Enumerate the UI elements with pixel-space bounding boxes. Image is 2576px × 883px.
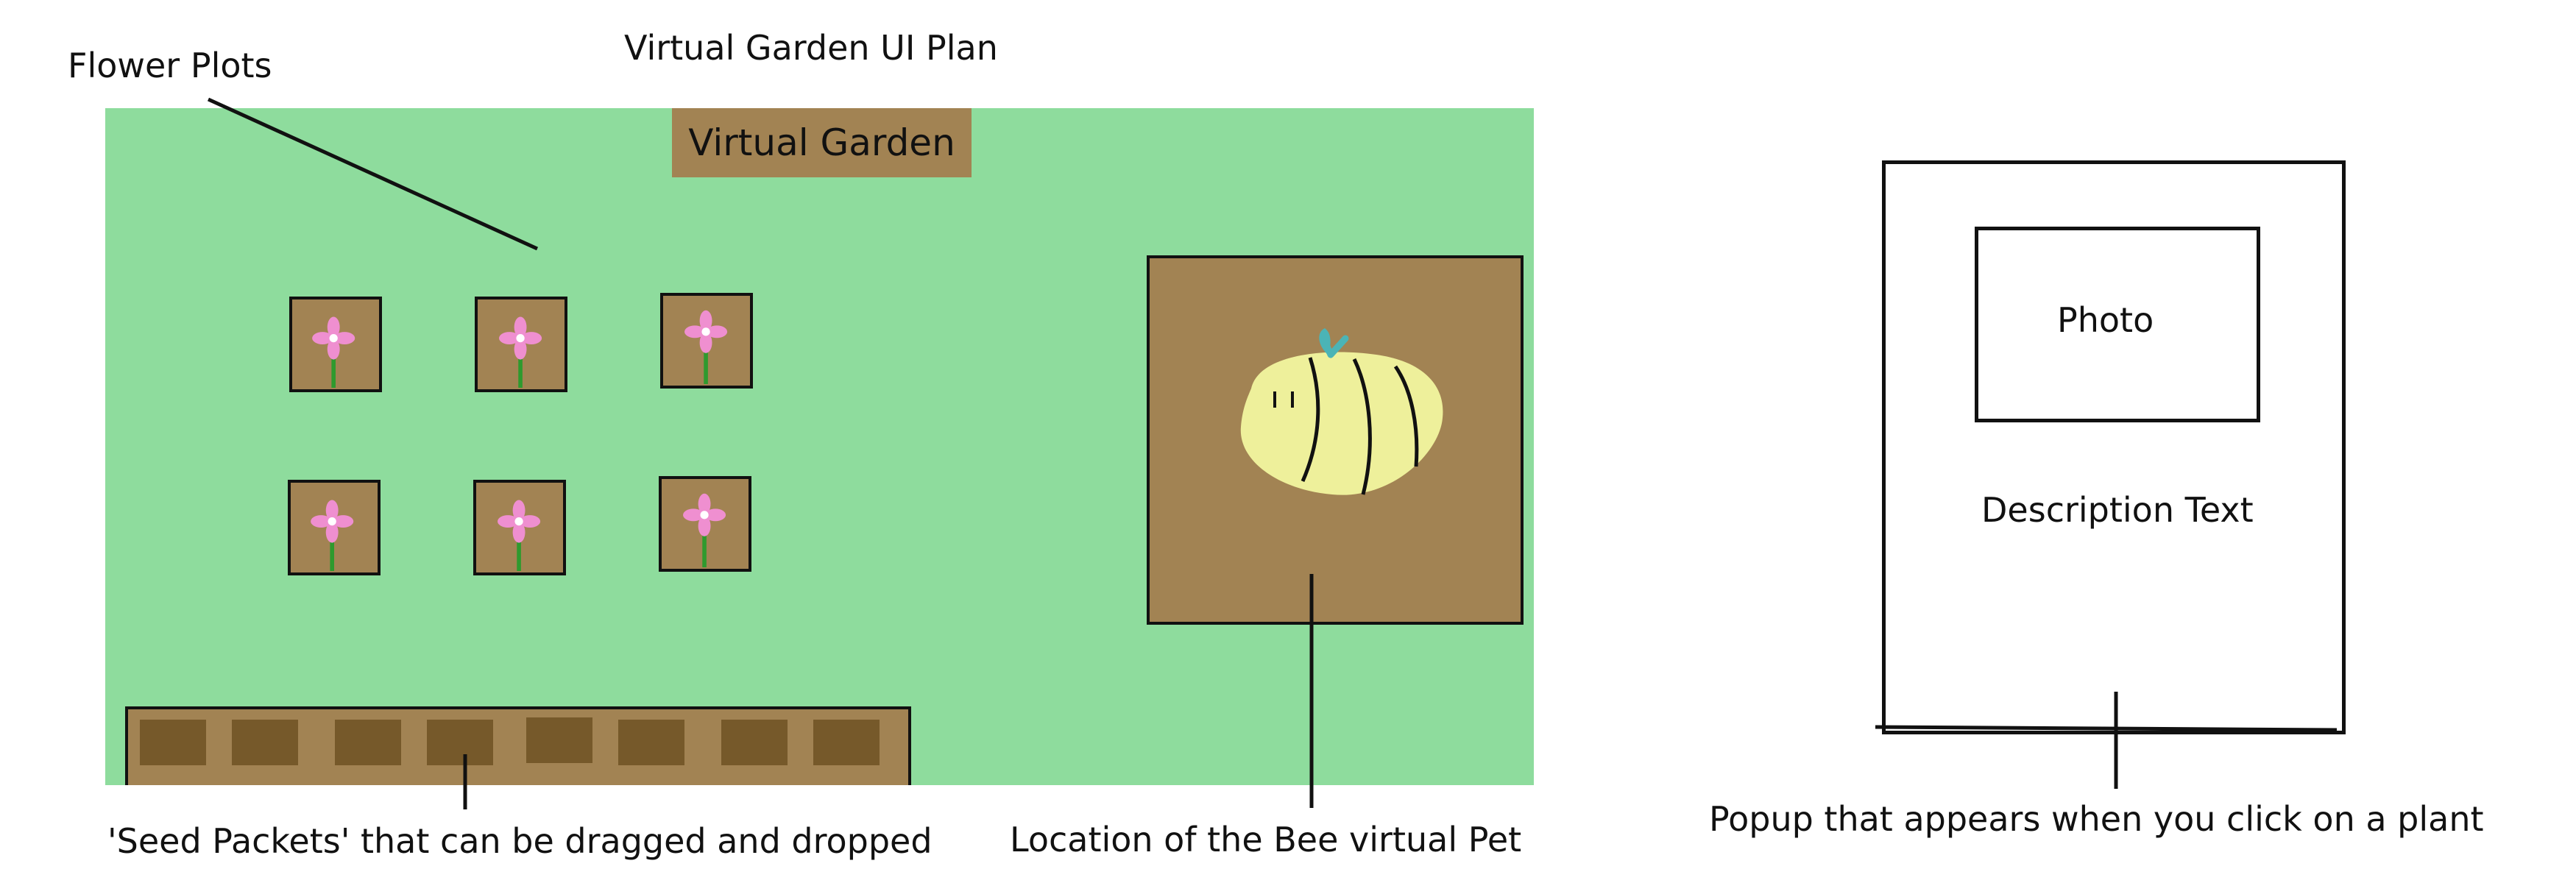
seed-packet[interactable]	[232, 720, 298, 765]
plan-title: Virtual Garden UI Plan	[624, 28, 998, 68]
bee-icon[interactable]	[1222, 309, 1465, 508]
seed-packet[interactable]	[618, 720, 684, 765]
flower-icon	[498, 500, 541, 571]
popup-annotation: Popup that appears when you click on a p…	[1709, 799, 2484, 839]
seed-packet[interactable]	[140, 720, 206, 765]
flower-icon	[312, 316, 355, 388]
bee-location-annotation: Location of the Bee virtual Pet	[1010, 820, 1522, 859]
flower-icon	[499, 316, 542, 388]
seed-packet[interactable]	[427, 720, 493, 765]
flower-icon	[684, 310, 728, 384]
seed-packet[interactable]	[526, 717, 592, 763]
popup-description-label: Description Text	[1981, 490, 2254, 530]
flower-plot[interactable]	[289, 297, 382, 392]
popup-bottom-edge	[1875, 725, 2338, 732]
flower-icon	[683, 493, 726, 567]
flower-icon	[311, 500, 354, 571]
flower-plot[interactable]	[475, 297, 567, 392]
flower-plots-pointer	[207, 97, 539, 251]
flower-plots-annotation: Flower Plots	[68, 46, 272, 85]
flower-plot[interactable]	[288, 480, 381, 575]
popup-photo-label: Photo	[2057, 300, 2154, 340]
seed-packet[interactable]	[813, 720, 880, 765]
flower-plot[interactable]	[473, 480, 566, 575]
popup-photo	[1975, 227, 2260, 422]
flower-plot[interactable]	[660, 293, 753, 389]
seed-packets-annotation: 'Seed Packets' that can be dragged and d…	[107, 821, 933, 861]
flower-plot[interactable]	[659, 476, 751, 572]
garden-title: Virtual Garden	[672, 108, 972, 177]
seed-packet[interactable]	[721, 720, 788, 765]
seed-packet[interactable]	[335, 720, 401, 765]
